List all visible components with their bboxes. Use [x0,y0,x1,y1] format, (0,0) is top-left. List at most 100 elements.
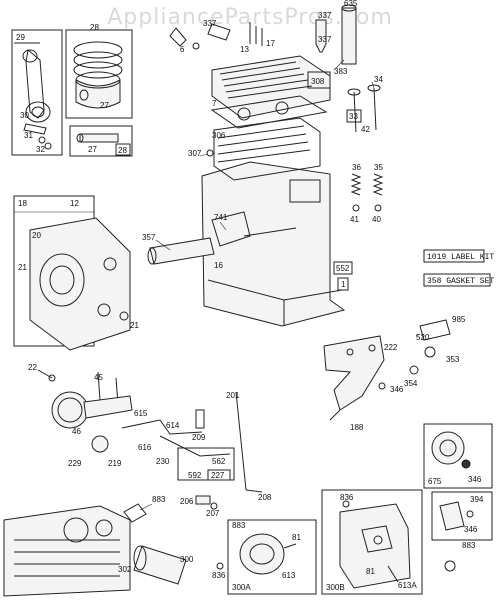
label-883a: 883 [152,495,166,504]
nut-354 [409,365,419,375]
label-616: 616 [138,443,152,452]
label-222: 222 [384,343,398,352]
box-592-label: 592 [188,471,202,480]
box-552-frame [333,261,353,275]
part-206 [195,495,211,505]
box-308-frame [307,71,331,89]
box-300b-frame [321,489,423,595]
label-302: 302 [118,565,132,574]
spark-plug-cover [341,7,357,65]
head-gasket [210,95,328,129]
piston-ring-1 [73,41,123,59]
label-337c: 337 [318,35,332,44]
label-27b: 27 [88,145,97,154]
box-28-label: 28 [90,23,99,32]
label-346a: 346 [390,385,404,394]
part-675 [431,431,465,465]
label-337a: 337 [203,19,217,28]
muffler-300a [239,533,285,575]
sump-cover [29,217,131,351]
label-31: 31 [24,131,33,140]
box-28-frame [65,29,133,119]
box-29-label: 29 [16,33,25,42]
label-27: 27 [100,101,109,110]
screw-6 [192,42,200,50]
label-613a: 613 [282,571,296,580]
piston [75,79,121,109]
label-353: 353 [446,355,460,364]
box-562-frame [177,447,235,481]
box-394-frame [431,491,493,541]
label-520: 520 [416,333,430,342]
label-41: 41 [350,215,359,224]
camshaft-group: 22 45 46 229 219 [28,363,133,468]
label-kit-frame [423,249,485,263]
leader-lines [139,59,421,511]
bottom-left-parts: 883 300 302 [3,495,194,597]
label-207: 207 [206,509,220,518]
crank-counterweight [211,211,251,247]
piston-pin [79,133,119,143]
valve-spring-1 [350,173,362,196]
muffler-300 [133,545,187,585]
box-300a-label: 300A [232,583,251,592]
label-206: 206 [180,497,194,506]
governor-link [235,391,247,491]
label-22: 22 [28,363,37,372]
kit-labels: 1019 LABEL KIT 358 GASKET SET [423,249,494,287]
part-209 [195,409,205,429]
label-32: 32 [36,145,45,154]
label-7: 7 [212,99,217,108]
label-354: 354 [404,379,418,388]
label-230: 230 [156,457,170,466]
label-36: 36 [352,163,361,172]
valve-1 [347,88,361,96]
box-33-label: 33 [349,112,358,121]
governor-linkage-group: 615 614 616 230 209 201 562 592 227 206 … [121,391,272,518]
label-21a: 21 [18,263,27,272]
label-209: 209 [192,433,206,442]
part-394 [439,501,465,531]
label-300: 300 [180,555,194,564]
box-1-frame [337,277,349,291]
label-34: 34 [374,75,383,84]
spark-plug [315,19,327,53]
label-30: 30 [20,111,29,120]
gasket-883a [123,503,147,523]
label-836a: 836 [212,571,226,580]
label-35: 35 [374,163,383,172]
muffler-300b [339,503,411,589]
label-383: 383 [334,67,348,76]
box-300a-frame [227,519,317,595]
muffler-300b-group: 300B 836 81 613A [321,489,423,595]
cylinder-barrel [213,117,321,181]
crankshaft [149,237,215,265]
label-kit-text: 1019 LABEL KIT [427,253,494,262]
governor-bracket-group: 188 222 985 520 353 354 346 [323,315,466,432]
label-307: 307 [188,149,202,158]
label-17: 17 [266,39,275,48]
label-201: 201 [226,391,240,400]
label-883c: 883 [462,541,476,550]
box-394-label: 394 [470,495,484,504]
label-635: 635 [344,0,358,8]
box-18-label: 18 [18,199,27,208]
connecting-rod [25,49,45,119]
box-33-frame [346,109,362,123]
label-45: 45 [94,373,103,382]
box-1-label: 1 [341,280,346,289]
label-40: 40 [372,215,381,224]
label-337b: 337 [318,11,332,20]
box-552-label: 552 [336,264,350,273]
sump-cover-group: 18 12 20 21 21 [13,195,139,351]
label-81b: 81 [366,567,375,576]
box-675-frame [423,423,493,489]
cylinder-block-group: 306 307 552 1 357 741 16 [142,117,353,327]
label-12: 12 [70,199,79,208]
valve-spring-2 [372,173,384,196]
governor-lever [121,419,203,435]
label-208: 208 [258,493,272,502]
label-613b: 613A [398,581,417,590]
box-308-label: 308 [311,77,325,86]
